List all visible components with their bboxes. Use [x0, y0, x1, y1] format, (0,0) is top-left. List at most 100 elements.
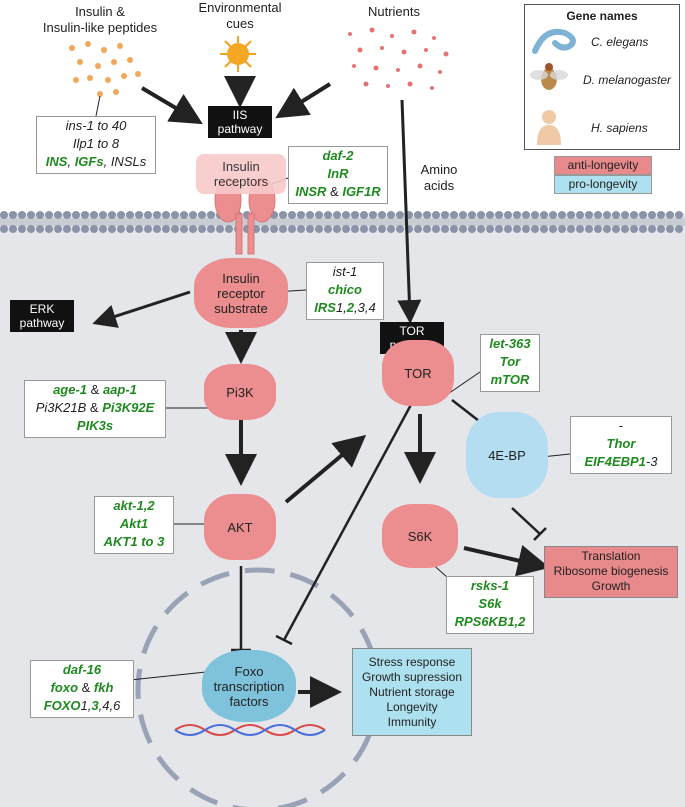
lipid-head: [189, 225, 197, 233]
sun-icon: [220, 36, 256, 72]
pro-longevity-gene: aap-1: [102, 382, 137, 397]
lipid-head: [612, 211, 620, 219]
lipid-head: [387, 225, 395, 233]
lipid-head: [558, 211, 566, 219]
gene-name-text: 1,: [335, 300, 347, 315]
pro-longevity-gene: chico: [328, 282, 362, 297]
gene-name-text: 1,: [80, 698, 92, 713]
lipid-head: [306, 211, 314, 219]
gene-line: foxo & fkh: [31, 679, 133, 697]
lipid-head: [450, 211, 458, 219]
pathway-arrows: [92, 76, 550, 708]
translation-output-box: Translation Ribosome biogenesis Growth: [544, 546, 678, 598]
lipid-head: [99, 211, 107, 219]
lipid-head: [441, 211, 449, 219]
lipid-head: [333, 211, 341, 219]
worm-icon: [532, 28, 576, 54]
gene-line: akt-1,2: [95, 497, 173, 515]
lipid-head: [477, 211, 485, 219]
lipid-head: [81, 225, 89, 233]
lipid-head: [135, 225, 143, 233]
nutrients-label: Nutrients: [367, 4, 421, 19]
lipid-head: [495, 225, 503, 233]
lipid-head: [81, 211, 89, 219]
pro-longevity-gene: Thor: [606, 436, 636, 451]
pro-longevity-gene: S6k: [478, 596, 502, 611]
lipid-head: [90, 225, 98, 233]
lipid-head: [387, 211, 395, 219]
gene-line: AKT1 to 3: [95, 533, 173, 551]
gene-line: PIK3s: [25, 417, 165, 435]
lipid-head: [369, 211, 377, 219]
pro-longevity-gene: Akt1: [119, 516, 149, 531]
tor-protein: TOR: [382, 340, 454, 406]
insulin-peptides-icon: [69, 41, 141, 97]
gene-line: chico: [307, 281, 383, 299]
gene-name-text: ,4,6: [98, 698, 121, 713]
lipid-head: [9, 211, 17, 219]
lipid-head: [153, 211, 161, 219]
lipid-head: [351, 211, 359, 219]
pro-longevity-gene: akt-1,2: [113, 498, 155, 513]
lipid-head: [108, 211, 116, 219]
gene-name-text: ,: [67, 154, 75, 169]
legend-species-celegans: C. elegans: [591, 35, 649, 49]
gene-name-text: Pi3K21B: [35, 400, 87, 415]
lipid-head: [63, 225, 71, 233]
legend-species-hsapiens: H. sapiens: [591, 121, 648, 135]
lipid-head: [594, 225, 602, 233]
lipid-head: [504, 211, 512, 219]
lipid-head: [162, 225, 170, 233]
lipid-head: [477, 225, 485, 233]
lipid-head: [360, 225, 368, 233]
pro-longevity-gene: PIK3s: [76, 418, 114, 433]
lipid-head: [432, 225, 440, 233]
lipid-head: [369, 225, 377, 233]
lipid-head: [171, 211, 179, 219]
lipid-head: [126, 225, 134, 233]
pro-longevity-gene: daf-16: [62, 662, 102, 677]
lipid-head: [513, 211, 521, 219]
lipid-head: [36, 225, 44, 233]
gene-line: FOXO1,3,4,6: [31, 697, 133, 715]
lipid-head: [603, 211, 611, 219]
lipid-head: [522, 211, 530, 219]
lipid-head: [180, 225, 188, 233]
gene-line: RPS6KB1,2: [447, 613, 533, 631]
lipid-head: [117, 225, 125, 233]
lipid-head: [396, 225, 404, 233]
lipid-head: [162, 211, 170, 219]
gene-name-text: ist-1: [332, 264, 358, 279]
pro-longevity-gene: age-1: [53, 382, 88, 397]
lipid-head: [486, 225, 494, 233]
lipid-head: [45, 211, 53, 219]
lipid-head: [270, 225, 278, 233]
gene-name-text: ,3,4: [354, 300, 376, 315]
gene-line: Ilp1 to 8: [37, 135, 155, 153]
lipid-head: [189, 211, 197, 219]
gene-line: ist-1: [307, 263, 383, 281]
lipid-head: [486, 211, 494, 219]
lipid-head: [567, 225, 575, 233]
gene-line: daf-2: [289, 147, 387, 165]
legend-species-dmelanogaster: D. melanogaster: [583, 73, 672, 87]
lipid-head: [450, 225, 458, 233]
lipid-head: [549, 211, 557, 219]
pro-longevity-gene: Pi3K92E: [102, 400, 155, 415]
lipid-head: [621, 211, 629, 219]
gene-line: Thor: [571, 435, 671, 453]
lipid-head: [576, 211, 584, 219]
pro-longevity-gene: INS: [45, 154, 68, 169]
lipid-head: [585, 225, 593, 233]
amino-acids-label: Amino acids: [420, 162, 458, 193]
lipid-head: [657, 211, 665, 219]
lipid-head: [99, 225, 107, 233]
gene-line: Pi3K21B & Pi3K92E: [25, 399, 165, 417]
lipid-head: [144, 211, 152, 219]
pro-longevity-gene: RPS6KB1,2: [454, 614, 526, 629]
s6k-protein: S6K: [382, 504, 458, 568]
pro-longevity-gene: EIF4EBP1: [584, 454, 646, 469]
